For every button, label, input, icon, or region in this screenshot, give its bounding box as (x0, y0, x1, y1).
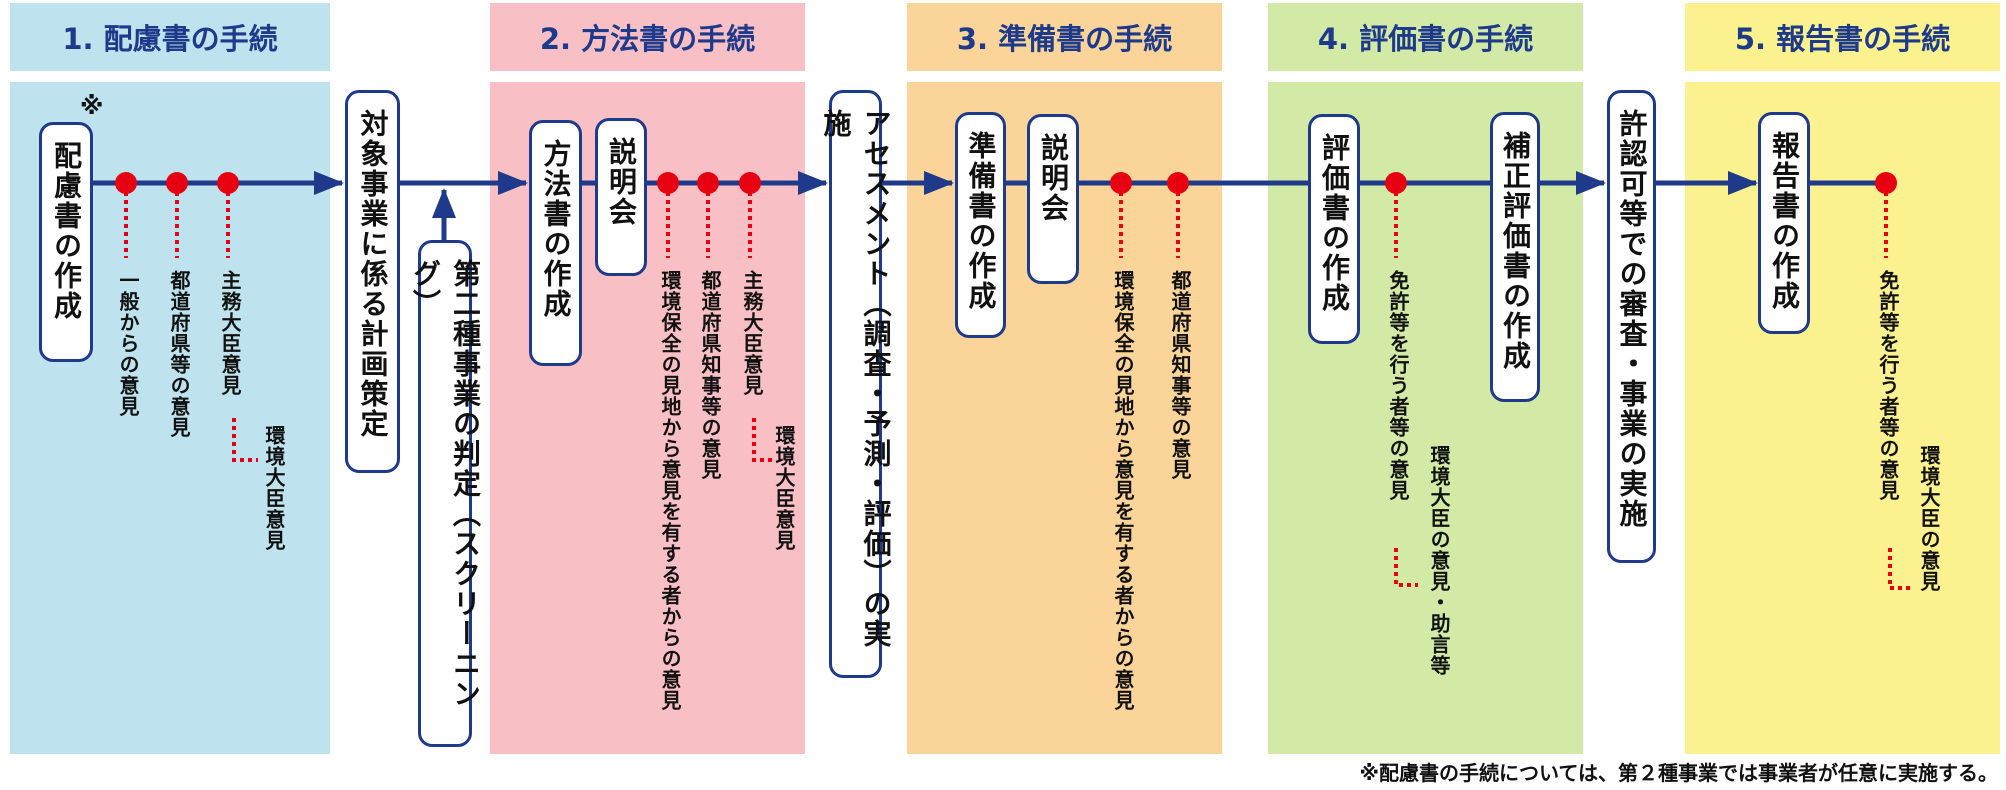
box-kyonin: 許認可等での審査・事業の実施 (1607, 90, 1656, 563)
opinion-s5-env: 環境大臣の意見 (1917, 445, 1941, 592)
box-assessment: アセスメント（調査・予測・評価）の実施 (820, 90, 893, 678)
stage-3-header: 3. 準備書の手続 (907, 3, 1222, 71)
box-screening: 第二種事業の判定（スクリーニング） (409, 240, 482, 747)
footnote: ※配慮書の手続については、第２種事業では事業者が任意に実施する。 (1359, 761, 1998, 785)
dot-s4-licensor (1385, 172, 1407, 194)
opinion-s4-licensor: 免許等を行う者等の意見 (1386, 270, 1410, 501)
opinion-s1-public: 一般からの意見 (116, 270, 140, 417)
box-taisho: 対象事業に係る計画策定 (345, 90, 400, 473)
opinion-dotted-lines (124, 192, 1912, 590)
stage-1-header: 1. 配慮書の手続 (10, 3, 330, 71)
opinion-s3-pref: 都道府県知事等の意見 (1168, 270, 1192, 480)
opinion-s2-public: 環境保全の見地から意見を有する者からの意見 (658, 270, 682, 711)
dot-s2-pref (697, 172, 719, 194)
stage-4-header: 4. 評価書の手続 (1268, 3, 1583, 71)
stage-5-header: 5. 報告書の手続 (1685, 3, 2000, 71)
dotted-line-s1-env (232, 418, 258, 462)
box-hosei: 補正評価書の作成 (1490, 112, 1540, 402)
opinion-s4-env: 環境大臣の意見・助言等 (1427, 445, 1451, 676)
dot-s1-minister (217, 172, 239, 194)
box-hairyosho: 配慮書の作成 (39, 122, 93, 362)
dot-s1-public (115, 172, 137, 194)
stage-2-header: 2. 方法書の手続 (490, 3, 805, 71)
hairyosho-asterisk: ※ (80, 92, 104, 120)
dot-s2-minister (739, 172, 761, 194)
opinion-s2-minister: 主務大臣意見 (740, 270, 764, 396)
dot-s1-pref (166, 172, 188, 194)
dot-s3-pref (1167, 172, 1189, 194)
opinion-s2-pref: 都道府県知事等の意見 (698, 270, 722, 480)
opinion-s3-public: 環境保全の見地から意見を有する者からの意見 (1111, 270, 1135, 711)
box-setsumei-1: 説明会 (595, 118, 647, 276)
box-hyokasho: 評価書の作成 (1308, 114, 1360, 344)
dot-s5-licensor (1875, 172, 1897, 194)
box-setsumei-2: 説明会 (1027, 114, 1079, 284)
dot-s2-public (657, 172, 679, 194)
box-junbisho: 準備書の作成 (955, 112, 1006, 338)
box-hokokusho: 報告書の作成 (1758, 112, 1810, 334)
opinion-dots (115, 172, 1897, 194)
opinion-s2-env: 環境大臣意見 (772, 425, 796, 551)
opinion-s1-pref: 都道府県等の意見 (167, 270, 191, 438)
opinion-s1-minister: 主務大臣意見 (218, 270, 242, 396)
dotted-line-s2-env (752, 418, 776, 462)
box-hohosho: 方法書の作成 (529, 120, 582, 366)
dot-s3-public (1110, 172, 1132, 194)
opinion-s1-env: 環境大臣意見 (262, 425, 286, 551)
opinion-s5-licensor: 免許等を行う者等の意見 (1876, 270, 1900, 501)
dotted-line-s5-env (1888, 548, 1912, 590)
dotted-line-s4-env (1394, 548, 1418, 587)
